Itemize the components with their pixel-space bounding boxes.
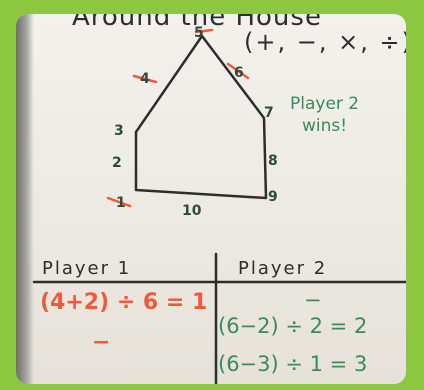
- header-player-2: Player 2: [238, 258, 328, 279]
- number-10: 10: [182, 203, 202, 219]
- number-3: 3: [114, 123, 124, 139]
- number-6: 6: [234, 65, 244, 81]
- player-1-row-2: −: [92, 330, 111, 355]
- number-5: 5: [194, 25, 204, 41]
- title-text: Around the House: [72, 14, 322, 32]
- header-player-1: Player 1: [42, 258, 132, 279]
- strike-6: [226, 62, 250, 80]
- number-1: 1: [116, 195, 126, 211]
- left-edge-shadow: [16, 14, 34, 384]
- strike-4: [132, 74, 158, 84]
- strike-5: [194, 28, 214, 34]
- house-drawing: [32, 28, 406, 384]
- player-2-row-2: (6−2) ÷ 2 = 2: [218, 314, 368, 338]
- number-7: 7: [264, 105, 274, 121]
- number-8: 8: [268, 153, 278, 169]
- strike-1: [106, 196, 132, 208]
- player-2-row-3: (6−3) ÷ 1 = 3: [218, 352, 368, 376]
- operations-text: (+, −, ×, ÷): [244, 28, 406, 56]
- winner-line-1: Player 2: [290, 94, 360, 114]
- house-outline: [134, 34, 268, 200]
- number-2: 2: [112, 155, 122, 171]
- number-4: 4: [140, 71, 150, 87]
- winner-line-2: wins!: [302, 116, 348, 136]
- number-9: 9: [268, 189, 278, 205]
- whiteboard-photo: Around the House (+, −, ×, ÷) 5 4 6 7 3 …: [16, 14, 406, 384]
- player-2-row-1: −: [304, 288, 322, 312]
- player-1-row-1: (4+2) ÷ 6 = 1: [40, 290, 208, 315]
